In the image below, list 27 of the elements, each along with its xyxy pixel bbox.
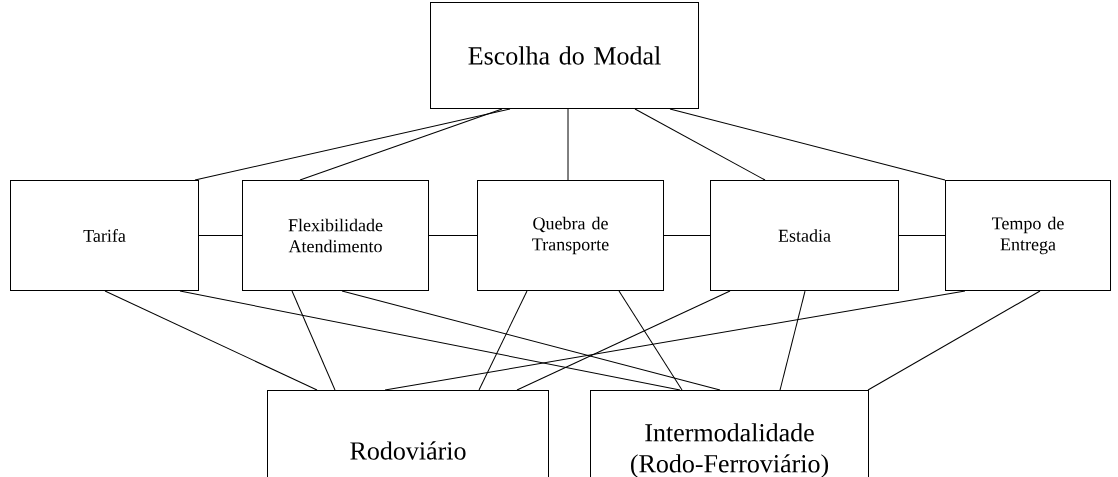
connector-line [179, 290, 681, 391]
connector-line [291, 290, 336, 391]
text-box: Rodoviário [267, 390, 549, 477]
connector-line [478, 290, 528, 391]
connector-line [634, 108, 766, 181]
connector-line [194, 108, 511, 181]
connector-line [104, 290, 318, 391]
text-box: Estadia [710, 180, 899, 291]
connector-line [384, 290, 966, 391]
text-box: Quebra de Transporte [477, 180, 664, 291]
connector-line [428, 235, 478, 236]
connector-line [516, 290, 731, 391]
connector-line [663, 235, 711, 236]
text-box: Tarifa [10, 180, 199, 291]
connector-line [567, 108, 569, 181]
connector-line [198, 235, 243, 236]
connector-line [299, 108, 503, 181]
connector-line [779, 290, 806, 391]
connector-line [618, 290, 683, 391]
text-box: Tempo de Entrega [945, 180, 1111, 291]
connector-line [669, 108, 946, 181]
text-box: Escolha do Modal [430, 2, 699, 109]
connector-line [867, 290, 1041, 391]
text-box: Intermodalidade (Rodo-Ferroviário) [590, 390, 869, 477]
connector-line [341, 290, 721, 391]
text-box: Flexibilidade Atendimento [242, 180, 429, 291]
connector-line [898, 235, 946, 236]
